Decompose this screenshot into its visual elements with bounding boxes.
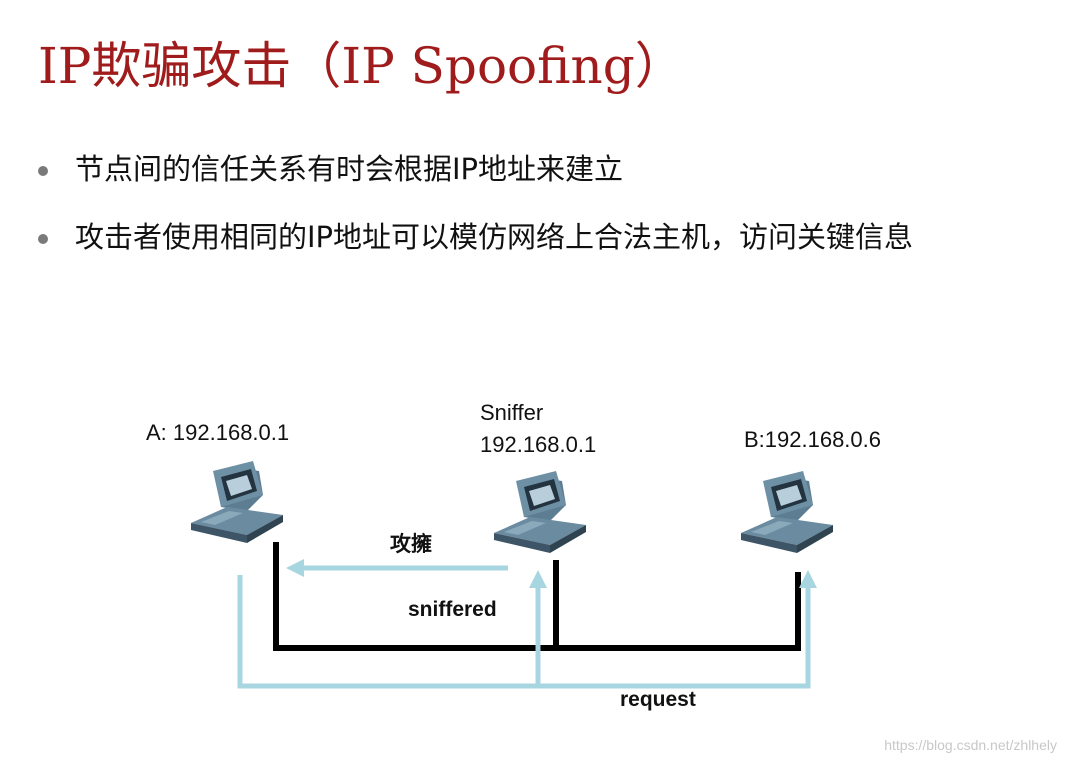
edge-label-request: request <box>620 688 696 711</box>
node-b-label: B:192.168.0.6 <box>744 427 882 452</box>
bullet-text-2: 攻击者使用相同的IP地址可以模仿网络上合法主机，访问关键信息 <box>75 220 914 254</box>
sniff-arrowhead-icon <box>529 570 547 588</box>
computer-b-icon <box>741 471 833 553</box>
computer-sniffer-icon <box>494 471 586 553</box>
slide-title: IP欺骗攻击（IP Spoofing） <box>38 37 685 95</box>
edge-label-sniffered: sniffered <box>408 598 497 621</box>
attack-arrowhead-icon <box>286 559 304 577</box>
edge-label-attack: 攻擁 <box>390 533 432 556</box>
node-a-label: A: 192.168.0.1 <box>146 420 290 445</box>
node-sniffer-ip: 192.168.0.1 <box>480 432 597 457</box>
bullet-item-2: 攻击者使用相同的IP地址可以模仿网络上合法主机，访问关键信息 <box>38 214 913 256</box>
bullet-item-1: 节点间的信任关系有时会根据IP地址来建立 <box>38 146 623 188</box>
bullet-dot <box>38 234 48 244</box>
computer-a-icon <box>191 461 283 543</box>
request-arrowhead-icon <box>799 570 817 588</box>
node-sniffer-label: Sniffer <box>480 400 544 425</box>
bullet-text-1: 节点间的信任关系有时会根据IP地址来建立 <box>75 152 624 186</box>
watermark: https://blog.csdn.net/zhlhely <box>884 737 1057 753</box>
bullet-dot <box>38 166 48 176</box>
request-path <box>237 575 811 689</box>
